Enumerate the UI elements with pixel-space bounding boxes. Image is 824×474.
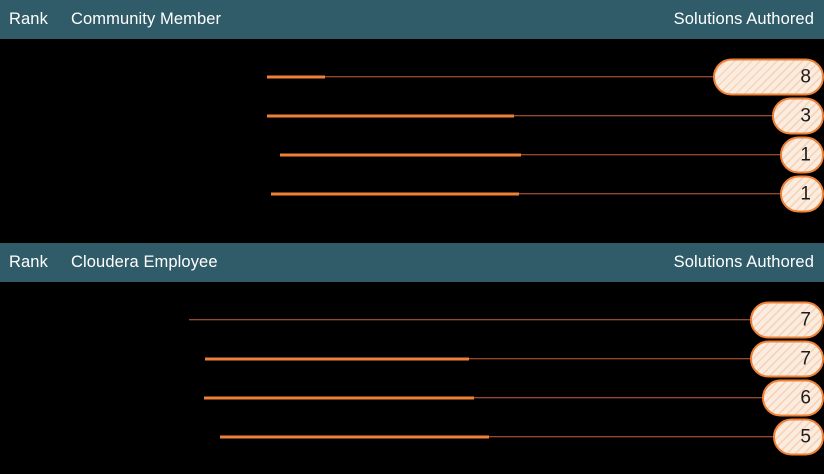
table-row[interactable]: 7 — [0, 300, 824, 339]
table-header: Rank Community Member Solutions Authored — [0, 0, 824, 39]
table-row[interactable]: 1 — [0, 174, 824, 213]
row-value-label: 6 — [800, 387, 811, 408]
row-track-line — [267, 114, 772, 117]
table-row[interactable]: 7 — [0, 339, 824, 378]
table-row[interactable]: 1 — [0, 135, 824, 174]
row-value-bar — [267, 75, 325, 78]
table-row[interactable]: 5 — [0, 417, 824, 456]
column-header-rank: Rank — [9, 10, 48, 28]
table-row[interactable]: 3 — [0, 96, 824, 135]
column-header-member: Community Member — [71, 10, 222, 28]
board-gap — [0, 231, 824, 243]
row-spacer — [0, 213, 824, 231]
row-spacer — [0, 456, 824, 474]
row-value-bar — [205, 357, 469, 360]
row-spacer — [0, 282, 824, 300]
row-value-bar — [220, 435, 489, 438]
table-row[interactable]: 6 — [0, 378, 824, 417]
row-track-line — [204, 396, 762, 399]
row-value-label: 1 — [800, 183, 811, 204]
row-value-pill: 8 — [713, 58, 824, 95]
row-track-line — [271, 192, 780, 195]
row-value-pill: 1 — [780, 136, 824, 173]
column-header-solutions-authored: Solutions Authored — [673, 10, 814, 28]
row-track-line — [205, 357, 750, 360]
row-value-bar — [271, 192, 519, 195]
row-value-pill: 1 — [780, 175, 824, 212]
row-spacer — [0, 39, 824, 57]
row-value-pill: 7 — [750, 340, 824, 377]
row-value-pill: 6 — [762, 379, 824, 416]
column-header-solutions-authored: Solutions Authored — [673, 253, 814, 271]
leaderboard-table: Rank Community Member Solutions Authored 8 3… — [0, 0, 824, 231]
row-value-bar — [280, 153, 521, 156]
row-track-line — [220, 435, 773, 438]
table-body: 7 7 6 5 — [0, 282, 824, 474]
row-value-pill: 5 — [773, 418, 824, 455]
table-body: 8 3 1 1 — [0, 39, 824, 231]
row-track-line — [267, 75, 713, 78]
column-header-member: Cloudera Employee — [71, 253, 218, 271]
row-value-pill: 3 — [772, 97, 824, 134]
row-value-label: 3 — [800, 105, 811, 126]
column-header-rank: Rank — [9, 253, 48, 271]
row-value-pill: 7 — [750, 301, 824, 338]
row-value-label: 7 — [800, 348, 811, 369]
leaderboard-table: Rank Cloudera Employee Solutions Authored 7… — [0, 243, 824, 474]
row-value-label: 7 — [800, 309, 811, 330]
row-value-label: 8 — [800, 66, 811, 87]
table-row[interactable]: 8 — [0, 57, 824, 96]
row-value-label: 5 — [800, 426, 811, 447]
row-track-line — [189, 318, 750, 321]
row-value-bar — [267, 114, 514, 117]
row-value-label: 1 — [800, 144, 811, 165]
table-header: Rank Cloudera Employee Solutions Authored — [0, 243, 824, 282]
row-track-line — [280, 153, 780, 156]
row-value-bar — [204, 396, 474, 399]
